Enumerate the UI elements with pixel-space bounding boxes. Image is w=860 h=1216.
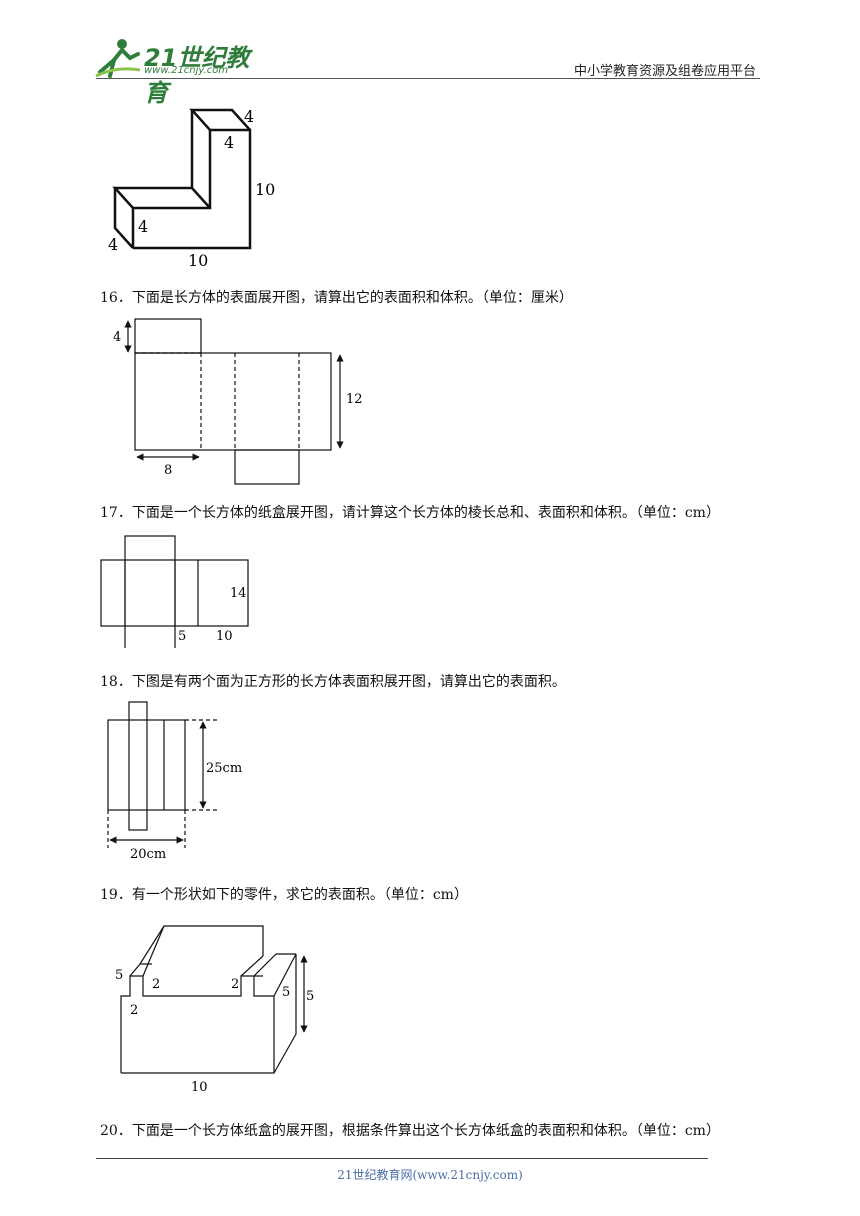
question-number: 16．	[100, 290, 132, 306]
label-l-top-front: 4	[224, 133, 234, 152]
label-17-width: 5	[178, 629, 186, 644]
label-19-right-depth: 5	[282, 985, 290, 1000]
question-number: 17．	[100, 505, 132, 521]
question-number: 19．	[100, 887, 132, 903]
label-l-base-front: 4	[138, 217, 148, 236]
question-text: 下面是一个长方体的纸盒展开图，请计算这个长方体的棱长总和、表面积和体积。（单位：…	[131, 505, 720, 521]
question-18: 18．下图是有两个面为正方形的长方体表面积展开图，请算出它的表面积。	[100, 671, 566, 691]
question-text: 有一个形状如下的零件，求它的表面积。（单位：cm）	[131, 887, 468, 903]
label-l-height: 10	[255, 180, 275, 199]
footer-divider	[96, 1158, 708, 1159]
label-17-length: 10	[216, 629, 233, 644]
logo-text: 21世纪教育	[144, 44, 250, 107]
label-16-width: 8	[164, 463, 172, 478]
label-16-height: 4	[113, 330, 121, 345]
question-17: 17．下面是一个长方体的纸盒展开图，请计算这个长方体的棱长总和、表面积和体积。（…	[100, 502, 720, 522]
label-18-height: 25cm	[206, 761, 242, 776]
question-20: 20．下面是一个长方体纸盒的展开图，根据条件算出这个长方体纸盒的表面积和体积。（…	[100, 1120, 720, 1140]
figure-l-shape: 4 4 10 4 4 10	[108, 107, 275, 270]
question-number: 20．	[100, 1123, 132, 1139]
figure-17-net: 14 5 10	[100, 535, 249, 648]
footer-text: 21世纪教育网(www.21cnjy.com)	[337, 1168, 523, 1182]
runner-logo-icon	[95, 39, 141, 78]
label-19-left-step-height: 5	[115, 968, 123, 983]
figure-18-net: 25cm 20cm	[107, 701, 242, 862]
question-text: 下图是有两个面为正方形的长方体表面积展开图，请算出它的表面积。	[131, 674, 566, 690]
header-divider	[96, 78, 760, 79]
label-19-left-step-front: 2	[130, 1003, 138, 1018]
label-l-base-side: 4	[108, 235, 118, 254]
label-19-left-step-top: 2	[152, 977, 160, 992]
label-19-height: 5	[306, 989, 314, 1004]
question-text: 下面是长方体的表面展开图，请算出它的表面积和体积。（单位：厘米）	[131, 290, 573, 306]
question-number: 18．	[100, 674, 132, 690]
question-19: 19．有一个形状如下的零件，求它的表面积。（单位：cm）	[100, 884, 468, 904]
label-16-length: 12	[346, 392, 363, 407]
figure-16-net: 4 12 8	[113, 318, 363, 485]
question-16: 16．下面是长方体的表面展开图，请算出它的表面积和体积。（单位：厘米）	[100, 287, 573, 307]
label-18-width: 20cm	[130, 847, 166, 862]
question-text: 下面是一个长方体纸盒的展开图，根据条件算出这个长方体纸盒的表面积和体积。（单位：…	[131, 1123, 720, 1139]
logo-url: www.21cnjy.com	[144, 65, 229, 76]
label-19-length: 10	[191, 1080, 208, 1095]
label-17-height: 14	[230, 586, 247, 601]
label-19-right-step-top: 2	[231, 977, 239, 992]
label-l-top-right: 4	[244, 107, 254, 126]
platform-name: 中小学教育资源及组卷应用平台	[573, 64, 756, 79]
figure-19-part: 5 2 2 2 5 5 10	[115, 925, 314, 1095]
header-logo: 21世纪教育 www.21cnjy.com	[92, 36, 262, 107]
label-l-width: 10	[188, 251, 208, 270]
